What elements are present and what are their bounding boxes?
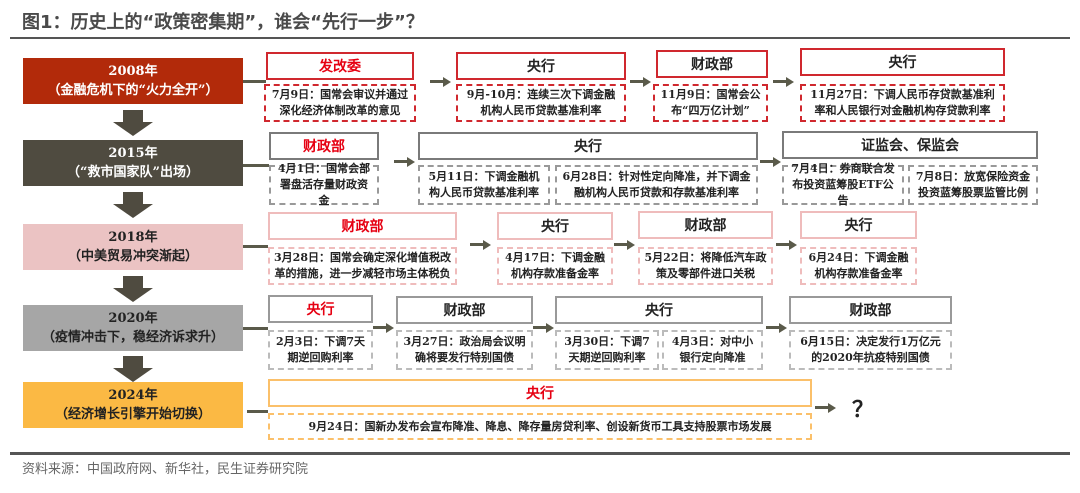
year-box-2008: 2008年 （金融危机下的“火力全开”）	[23, 58, 243, 104]
year-box-2020: 2020年 （疫情冲击下，稳经济诉求升）	[23, 305, 243, 351]
agency-header: 财政部	[269, 132, 379, 160]
figure-title: 图1：历史上的“政策密集期”，谁会“先行一步”？	[22, 12, 424, 33]
agency-header: 央行	[418, 132, 758, 160]
agency-header: 央行	[497, 212, 613, 240]
agency-header: 财政部	[638, 211, 773, 239]
year-label: 2018年	[108, 230, 158, 245]
down-arrow-icon	[113, 356, 153, 382]
right-arrow-icon	[470, 240, 492, 250]
event-box: 4月1日：国常会部署盘活存量财政资金	[269, 162, 379, 207]
connector-line	[243, 245, 268, 248]
year-box-2024: 2024年 （经济增长引擎开始切换）	[23, 382, 243, 428]
year-subtitle: （经济增长引擎开始切换）	[54, 407, 211, 422]
event-box: 4月3日：对中小银行定向降准	[662, 330, 763, 370]
agency-header: 央行	[800, 48, 1005, 76]
event-box: 3月30日：下调7天期逆回购利率	[555, 330, 659, 370]
right-arrow-icon	[533, 323, 555, 333]
event-box: 3月28日：国常会确定深化增值税改革的措施，进一步减轻市场主体税负	[268, 247, 457, 285]
event-box: 7月4日：券商联合发布投资蓝筹股ETF公告	[782, 162, 904, 207]
title-divider	[10, 37, 1070, 39]
event-box: 4月17日：下调金融机构存款准备金率	[497, 247, 613, 285]
event-box: 3月27日：政治局会议明确将要发行特别国债	[396, 330, 533, 370]
connector-line	[247, 410, 268, 413]
event-box: 11月9日：国常会公布“四万亿计划”	[653, 84, 768, 122]
year-label: 2020年	[108, 311, 158, 326]
event-box: 7月9日：国常会审议并通过深化经济体制改革的意见	[264, 84, 416, 122]
right-arrow-icon	[614, 240, 636, 250]
year-subtitle: （“救市国家队”出场）	[67, 165, 199, 180]
year-subtitle: （疫情冲击下，稳经济诉求升）	[41, 330, 224, 345]
event-box: 11月27日：下调人民币存贷款基准利率和人民银行对金融机构存贷款利率	[800, 84, 1005, 122]
agency-header: 央行	[268, 295, 373, 323]
year-label: 2015年	[108, 146, 158, 161]
year-label: 2024年	[108, 388, 158, 403]
right-arrow-icon	[430, 77, 452, 87]
source-note: 资料来源：中国政府网、新华社，民生证券研究院	[22, 462, 309, 477]
right-arrow-icon	[776, 240, 798, 250]
down-arrow-icon	[113, 276, 153, 302]
event-box: 5月11日：下调金融机构人民币贷款基准利率	[418, 165, 550, 205]
connector-line	[243, 327, 268, 330]
agency-header: 央行	[456, 52, 626, 80]
year-box-2018: 2018年 （中美贸易冲突渐起）	[23, 224, 243, 270]
agency-header: 证监会、保监会	[782, 131, 1038, 159]
down-arrow-icon	[113, 110, 153, 136]
year-box-2015: 2015年 （“救市国家队”出场）	[23, 140, 243, 186]
right-arrow-icon	[815, 403, 837, 413]
event-box: 5月22日：将降低汽车政策及零部件进口关税	[638, 247, 773, 285]
right-arrow-icon	[373, 323, 395, 333]
down-arrow-icon	[113, 192, 153, 218]
agency-header: 财政部	[789, 296, 952, 324]
event-box: 6月15日：决定发行1万亿元的2020年抗疫特别国债	[789, 330, 952, 370]
right-arrow-icon	[394, 157, 416, 167]
agency-header: 财政部	[268, 212, 457, 240]
right-arrow-icon	[766, 323, 788, 333]
agency-header: 财政部	[396, 296, 533, 324]
event-box: 6月28日：针对性定向降准，并下调金融机构人民币贷款和存款基准利率	[555, 165, 758, 205]
year-subtitle: （中美贸易冲突渐起）	[67, 249, 198, 264]
right-arrow-icon	[773, 77, 795, 87]
event-box: 9月-10月：连续三次下调金融机构人民币贷款基准利率	[456, 84, 626, 122]
event-box: 6月24日：下调金融机构存款准备金率	[800, 247, 917, 285]
agency-header: 财政部	[656, 50, 768, 78]
agency-header: 央行	[800, 211, 917, 239]
event-box: 7月8日：放宽保险资金投资蓝筹股票监管比例	[908, 165, 1038, 205]
right-arrow-icon	[630, 77, 652, 87]
connector-line	[243, 164, 269, 167]
year-label: 2008年	[108, 64, 158, 79]
year-subtitle: （金融危机下的“火力全开”）	[47, 83, 219, 98]
event-box: 9月24日：国新办发布会宣布降准、降息、降存量房贷利率、创设新货币工具支持股票市…	[268, 413, 812, 440]
agency-header: 央行	[268, 379, 812, 407]
connector-line	[243, 80, 266, 83]
right-arrow-icon	[760, 157, 782, 167]
agency-header: 发改委	[266, 52, 414, 80]
question-mark: ？	[852, 397, 875, 423]
footer-divider	[10, 452, 1070, 455]
agency-header: 央行	[555, 296, 763, 324]
event-box: 2月3日：下调7天期逆回购利率	[268, 330, 373, 370]
